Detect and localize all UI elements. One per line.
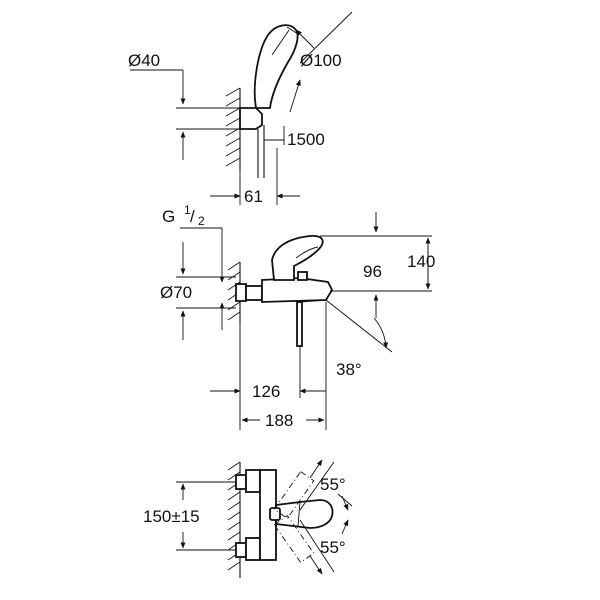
- dim-leader: [299, 11, 353, 64]
- dim-arrow: [295, 29, 315, 49]
- dim-lever-height: 96: [363, 262, 382, 281]
- mixer-body: [261, 277, 334, 303]
- dim-spout-projection: 126: [252, 382, 280, 401]
- dim-arrow: [289, 79, 301, 113]
- angle-leg: [337, 493, 353, 507]
- dim-total-projection: 188: [265, 411, 293, 430]
- thread-fraction-numerator: 1: [184, 203, 191, 217]
- dim-head-diameter: Ø100: [300, 51, 342, 70]
- shower-face-line-2: [271, 29, 290, 56]
- angle-leg: [325, 299, 393, 353]
- dim-angle-up: 55°: [320, 475, 346, 494]
- connection-nut: [245, 285, 263, 301]
- thread-label: G: [162, 207, 175, 226]
- mixer-lever: [271, 235, 324, 281]
- lever-hub: [269, 507, 281, 521]
- dim-arrow: [309, 555, 323, 575]
- dim-holder-diameter: Ø40: [128, 51, 160, 70]
- lever-rotation-up: [273, 470, 315, 520]
- hand-shower-view: Ø40 Ø100 1500 61: [128, 11, 353, 206]
- mixer-lever-top: [275, 499, 334, 529]
- upper-rosette: [235, 474, 247, 490]
- dim-hose-length: 1500: [287, 130, 325, 149]
- top-view: 55° 55° 150±15: [143, 459, 353, 578]
- shower-head: [253, 24, 299, 109]
- spout-outlet: [299, 299, 327, 303]
- dim-arrow: [341, 519, 349, 535]
- lever-rotation-down: [273, 514, 315, 564]
- wall-rosette: [235, 283, 247, 302]
- angle-leg: [299, 519, 335, 573]
- dim-rosette-diameter: Ø70: [160, 283, 192, 302]
- dim-centers: 150±15: [143, 507, 200, 526]
- lower-rosette: [235, 542, 247, 558]
- lower-connection: [245, 537, 261, 561]
- angle-arc: [373, 317, 389, 349]
- dim-angle: 38°: [336, 360, 362, 379]
- dim-angle-down: 55°: [320, 538, 346, 557]
- drain-rod: [296, 301, 303, 347]
- dim-arrow: [341, 495, 349, 511]
- diverter-knob: [297, 271, 308, 281]
- svg-text:/: /: [190, 207, 195, 226]
- dim-total-height: 140: [407, 252, 435, 271]
- angle-leg: [299, 461, 335, 511]
- upper-connection: [245, 469, 261, 493]
- lever-edge: [297, 501, 301, 527]
- side-view: G 1 / 2 Ø70 96 140 38° 126: [160, 203, 435, 430]
- lever-detail: [295, 246, 319, 259]
- wall-hatching: [225, 87, 241, 167]
- shower-holder: [239, 107, 263, 130]
- dim-arrow: [309, 459, 323, 479]
- thread-fraction-denominator: 2: [198, 214, 205, 228]
- dim-wall-offset: 61: [244, 187, 263, 206]
